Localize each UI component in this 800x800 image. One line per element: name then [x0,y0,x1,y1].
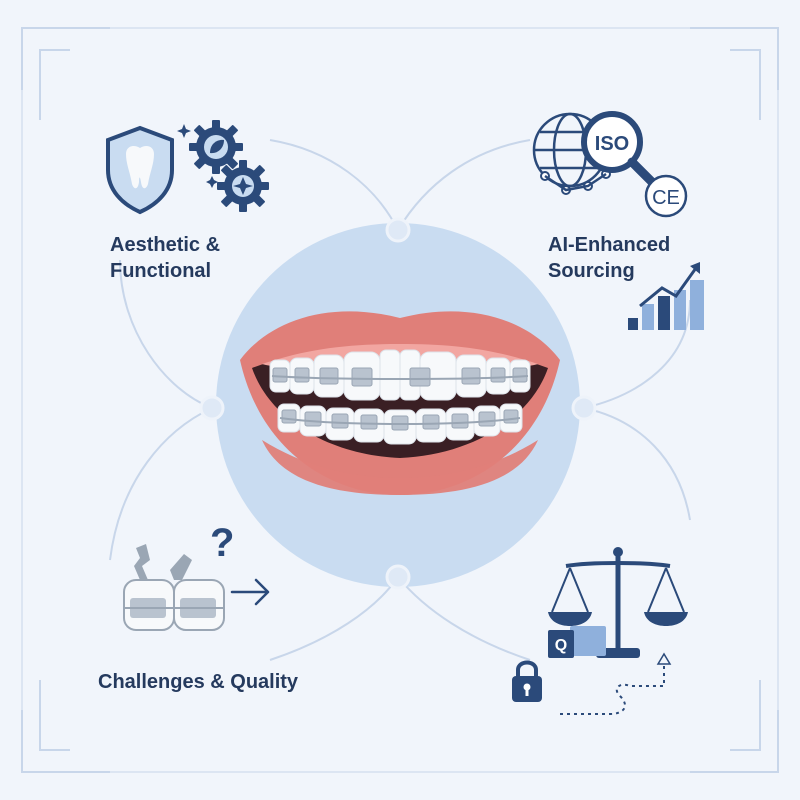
question-mark: ? [210,521,234,565]
junction-dots [199,217,597,590]
lock-icon [512,660,542,702]
junction-dot-bottom [385,564,411,590]
sparkle-icon [177,124,218,188]
aesthetic-label-line1: Aesthetic & [110,234,221,256]
ce-mark-icon: CE [644,174,688,218]
junction-dot-right [571,395,597,421]
challenges-label-line1: Challenges & Quality [98,671,299,693]
smile-with-braces-icon [240,311,560,495]
ce-text: CE [652,187,680,209]
gear-sparkle-icon [217,160,269,212]
connector-lines [109,139,691,661]
sourcing-label-line1: AI-Enhanced [548,234,671,256]
ai-enhanced-sourcing-label: AI-Enhanced Sourcing [548,232,670,284]
sourcing-label-line2: Sourcing [548,260,635,282]
circuit-frame [21,27,779,773]
cracked-bracket-icon: ? [123,521,234,631]
balance-scale-icon [548,547,688,658]
arrow-right-icon [230,578,270,606]
junction-dot-left [199,395,225,421]
gear-leaf-icon [189,120,243,174]
aesthetic-label-line2: Functional [110,260,212,282]
dotted-path-icon [560,652,672,715]
aesthetic-functional-label: Aesthetic & Functional [110,232,220,284]
bar-chart-icon [628,280,704,330]
iso-text: ISO [595,133,629,155]
cube-letter: Q [555,637,567,654]
cube-icon: Q [548,626,606,658]
junction-dot-top [385,217,411,243]
challenges-quality-label: Challenges & Quality [98,669,298,695]
trend-arrow-icon [639,262,700,308]
shield-tooth-icon [106,125,174,215]
